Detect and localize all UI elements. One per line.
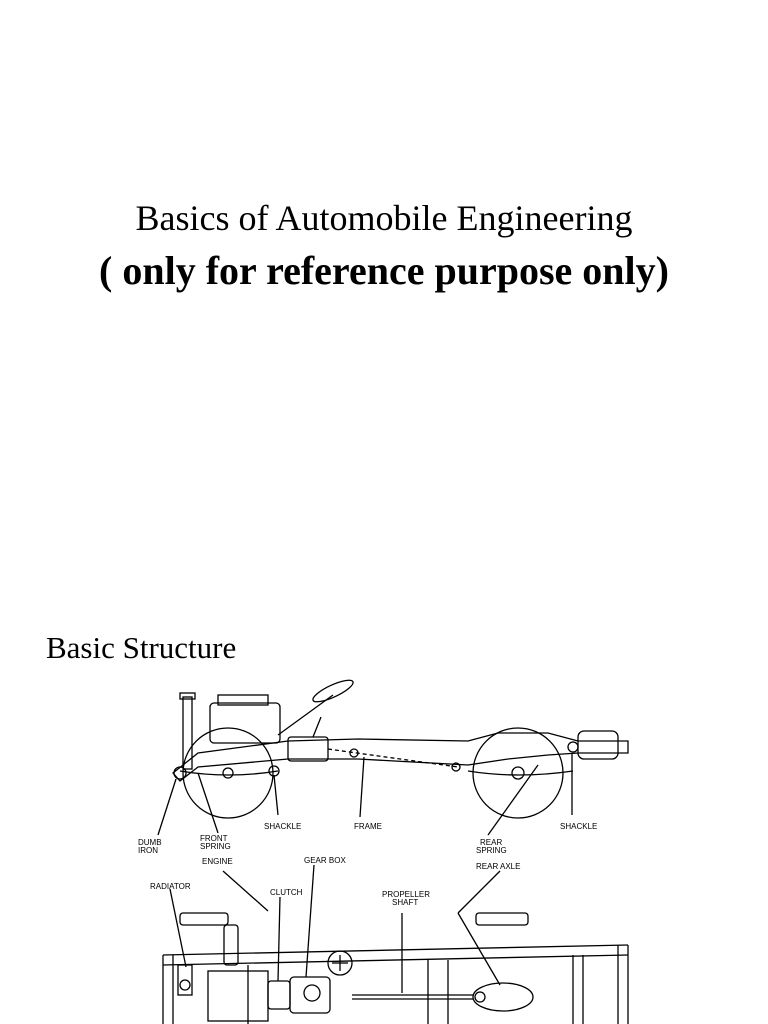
chassis-diagram-svg: DUMB IRON FRONT SPRING SHACKLE FRAME REA… xyxy=(138,679,629,1024)
dumb-iron xyxy=(173,766,187,780)
plan-view-labels: ENGINE GEAR BOX RADIATOR CLUTCH PROPELLE… xyxy=(150,856,520,907)
side-view-drawing xyxy=(157,679,629,836)
label-propeller-shaft-2: SHAFT xyxy=(392,898,418,907)
steering-wheel xyxy=(312,679,354,703)
label-clutch: CLUTCH xyxy=(270,888,303,897)
side-view-labels: DUMB IRON FRONT SPRING SHACKLE FRAME REA… xyxy=(138,822,597,855)
label-rear-spring-1: REAR xyxy=(480,838,502,847)
plan-view-drawing xyxy=(162,864,629,1024)
label-dumb-iron-1: DUMB xyxy=(138,838,162,847)
label-rear-spring-2: SPRING xyxy=(476,846,507,855)
rear-wheel xyxy=(472,727,564,819)
label-front-spring-2: SPRING xyxy=(200,842,231,851)
engine-block-side xyxy=(209,702,281,744)
label-rear-axle: REAR AXLE xyxy=(476,862,520,871)
label-frame: FRAME xyxy=(354,822,382,831)
label-radiator: RADIATOR xyxy=(150,882,191,891)
radiator-stack xyxy=(182,696,193,770)
gearbox-plan xyxy=(289,976,331,1014)
rear-wheel-plan xyxy=(475,912,529,926)
engine-plan xyxy=(207,970,269,1022)
front-wheel xyxy=(182,727,274,819)
slide-subtitle: ( only for reference purpose only) xyxy=(99,248,669,293)
section-heading: Basic Structure xyxy=(46,630,237,665)
label-propeller-shaft-1: PROPELLER xyxy=(382,890,430,899)
label-dumb-iron-2: IRON xyxy=(138,846,158,855)
label-gear-box: GEAR BOX xyxy=(304,856,346,865)
label-engine: ENGINE xyxy=(202,857,233,866)
label-front-spring-1: FRONT xyxy=(200,834,228,843)
label-shackle-rear: SHACKLE xyxy=(560,822,597,831)
label-shackle-front: SHACKLE xyxy=(264,822,301,831)
slide-title: Basics of Automobile Engineering xyxy=(135,198,633,238)
front-wheel-plan xyxy=(179,912,229,926)
rear-axle-plan xyxy=(472,982,534,1012)
chassis-diagram: DUMB IRON FRONT SPRING SHACKLE FRAME REA… xyxy=(128,675,640,1024)
